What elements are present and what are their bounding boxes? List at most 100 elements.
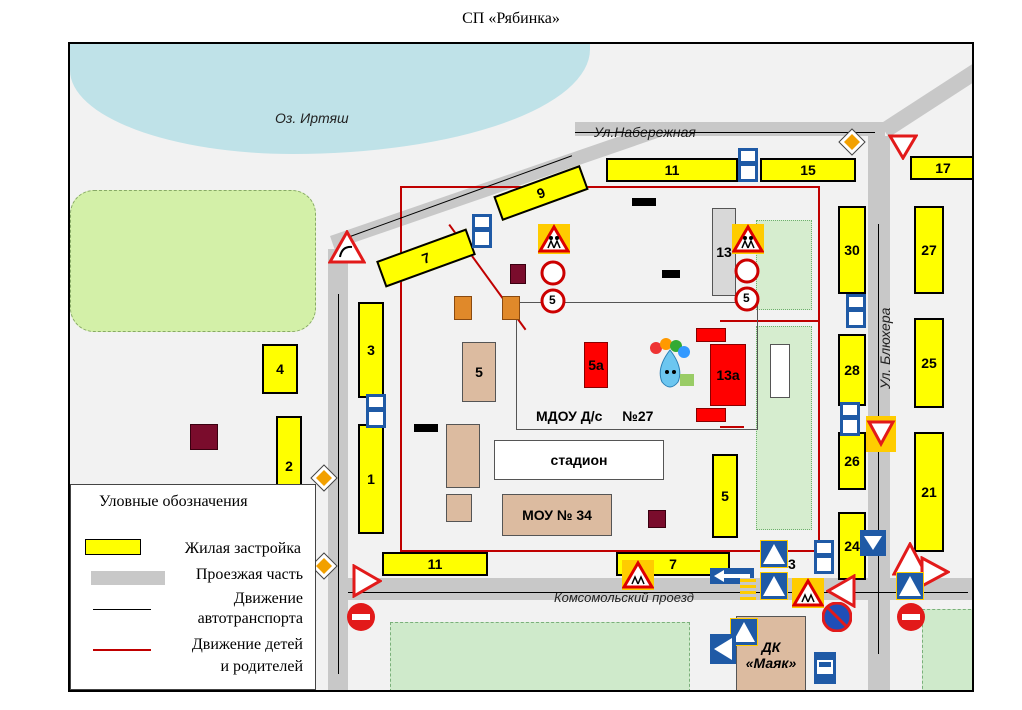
yield-sign-icon — [888, 134, 918, 160]
crosswalk-sign-icon — [760, 572, 788, 600]
road-blyukhera — [868, 136, 890, 690]
corner-block — [770, 344, 790, 398]
yield-sign-icon — [866, 416, 896, 452]
legend-traffic-line — [93, 609, 151, 610]
yield-sign-icon — [328, 230, 366, 264]
building-13a-wing-bottom — [696, 408, 726, 422]
legend-children-2: и родителей — [220, 658, 303, 675]
marker-3 — [414, 424, 438, 432]
map-title: СП «Рябинка» — [462, 10, 560, 27]
dk-mayak: ДК «Маяк» — [736, 616, 806, 690]
legend-title: Уловные обозначения — [99, 493, 248, 510]
building-13a: 13а — [710, 344, 746, 406]
legend: Уловные обозначения Жилая застройка Прое… — [70, 484, 316, 690]
stadium: стадион — [494, 440, 664, 480]
bus-stop-sign-icon — [814, 540, 834, 574]
child-route-inner-2 — [720, 426, 744, 428]
garage-1 — [454, 296, 472, 320]
map-frame: Оз. Иртяш Ул.Набережная Ул. Блюхера Комс… — [68, 42, 974, 692]
green-zone-bottom-right — [922, 609, 972, 690]
legend-children-line — [93, 649, 151, 651]
speed-limit-value: 5 — [743, 291, 750, 305]
school-building: МОУ № 34 — [502, 494, 612, 536]
building-5a: 5а — [584, 342, 608, 388]
mdou-label: МДОУ Д/с №27 — [536, 408, 653, 424]
legend-traffic-1: Движение — [233, 590, 303, 607]
mdou-number: №27 — [622, 408, 654, 424]
building-11-bottom: 11 — [382, 552, 488, 576]
yield-sign-icon — [352, 564, 382, 598]
kiosk-3 — [648, 510, 666, 528]
marker-1 — [632, 198, 656, 206]
children-sign-icon — [538, 224, 570, 254]
green-zone-upper — [756, 220, 812, 310]
yield-sign-icon — [920, 556, 950, 588]
legend-road-swatch — [91, 571, 165, 585]
no-entry-sign-icon — [897, 603, 925, 631]
building-28: 28 — [838, 334, 866, 406]
building-3: 3 — [358, 302, 384, 398]
bus-stop-sign-icon — [846, 294, 866, 328]
traffic-line-top — [575, 132, 875, 133]
lake — [70, 44, 590, 154]
children-sign-icon — [792, 578, 824, 608]
street-blyukhera-label: Ул. Блюхера — [877, 307, 893, 389]
building-25: 25 — [914, 318, 944, 408]
bus-stop-sign-icon — [472, 214, 492, 248]
no-vehicles-sign-icon — [734, 258, 760, 284]
bus-stop-sign-icon — [840, 402, 860, 436]
building-30: 30 — [838, 206, 866, 294]
legend-children-1: Движение детей — [191, 636, 303, 653]
dk-line1: ДК — [761, 639, 781, 655]
lake-label: Оз. Иртяш — [275, 110, 349, 126]
building-5-mid: 5 — [462, 342, 496, 402]
building-27: 27 — [914, 206, 944, 294]
no-entry-sign-icon — [347, 603, 375, 631]
crosswalk-sign-icon — [760, 540, 788, 568]
building-13a-wing-top — [696, 328, 726, 342]
green-zone-bottom — [390, 622, 690, 690]
speed-limit-sign-icon — [734, 286, 760, 312]
crosswalk-sign-icon — [896, 572, 924, 600]
building-17: 17 — [910, 156, 972, 180]
bus-stop-sign-icon — [738, 148, 758, 182]
crosswalk-sign-icon — [710, 634, 736, 664]
main-road-sign-icon — [838, 128, 866, 156]
building-tan-b — [446, 494, 472, 522]
building-1: 1 — [358, 424, 384, 534]
building-11-top: 11 — [606, 158, 738, 182]
speed-limit-sign-icon — [540, 288, 566, 314]
crosswalk-sign-icon — [860, 530, 886, 556]
road-northeast — [880, 64, 972, 138]
park-area — [70, 190, 316, 332]
mdou-name: МДОУ Д/с — [536, 408, 603, 424]
speed-limit-value: 5 — [549, 293, 556, 307]
marker-2 — [662, 270, 680, 278]
building-26: 26 — [838, 432, 866, 490]
yield-sign-icon — [826, 574, 856, 608]
children-sign-icon — [622, 560, 654, 590]
bus-icon — [814, 652, 836, 684]
main-road-sign-icon — [310, 552, 338, 580]
building-15: 15 — [760, 158, 856, 182]
legend-residential: Жилая застройка — [184, 540, 301, 557]
legend-traffic-2: автотранспорта — [197, 610, 303, 627]
legend-residential-swatch — [85, 539, 141, 555]
pedestrian-crossing — [740, 578, 756, 600]
street-komsomolsky-label: Комсомольский проезд — [554, 590, 694, 605]
building-tan-a — [446, 424, 480, 488]
no-stopping-sign-icon — [822, 602, 852, 632]
legend-road: Проезжая часть — [195, 566, 303, 583]
kiosk-1 — [190, 424, 218, 450]
traffic-line-bottom — [348, 592, 968, 593]
no-vehicles-sign-icon — [540, 260, 566, 286]
dk-line2: «Маяк» — [745, 655, 797, 671]
bus-stop-sign-icon — [366, 394, 386, 428]
garage-2 — [502, 296, 520, 320]
kindergarten-fence — [516, 302, 758, 430]
building-5-right: 5 — [712, 454, 738, 538]
building-21: 21 — [914, 432, 944, 552]
main-road-sign-icon — [310, 464, 338, 492]
child-route-right — [818, 186, 820, 554]
traffic-line-left — [338, 294, 339, 674]
